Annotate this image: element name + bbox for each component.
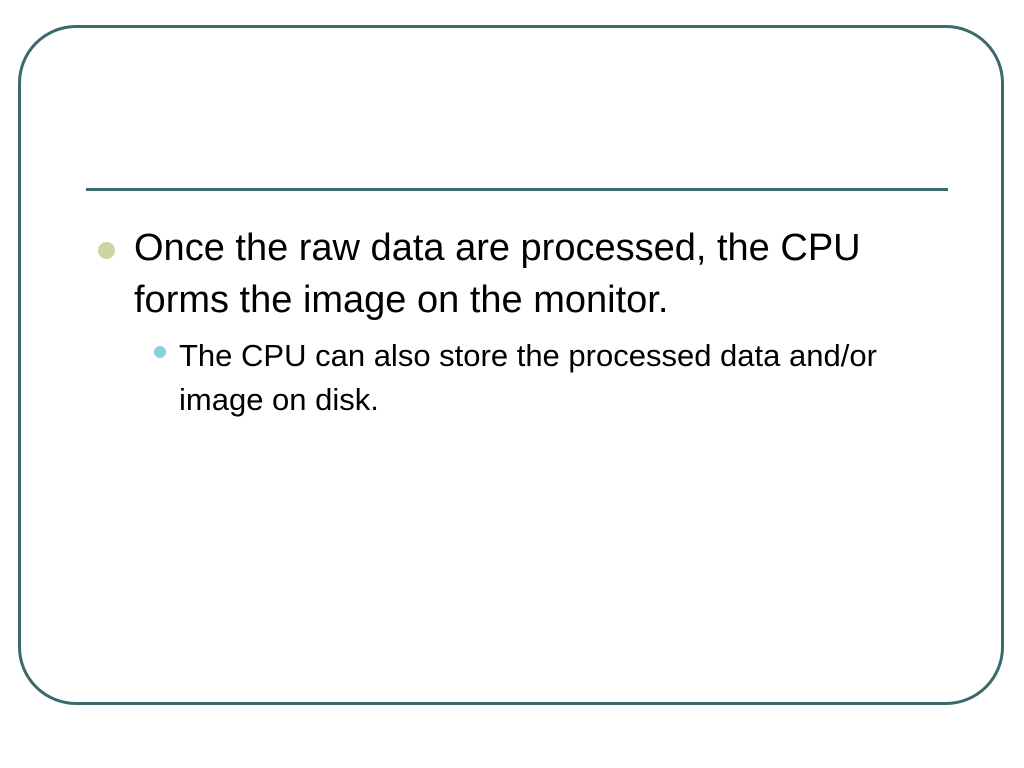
sub-bullet-item: The CPU can also store the processed dat… [134,334,916,422]
slide-frame [18,25,1004,705]
sub-bullet-list: The CPU can also store the processed dat… [134,334,916,422]
bullet-dot-icon [98,242,115,259]
bullet-list: Once the raw data are processed, the CPU… [96,222,916,422]
bullet-text: Once the raw data are processed, the CPU… [134,227,861,321]
sub-bullet-text: The CPU can also store the processed dat… [179,338,877,417]
bullet-item: Once the raw data are processed, the CPU… [96,222,916,422]
sub-bullet-dot-icon [154,346,166,358]
title-divider [86,188,948,191]
